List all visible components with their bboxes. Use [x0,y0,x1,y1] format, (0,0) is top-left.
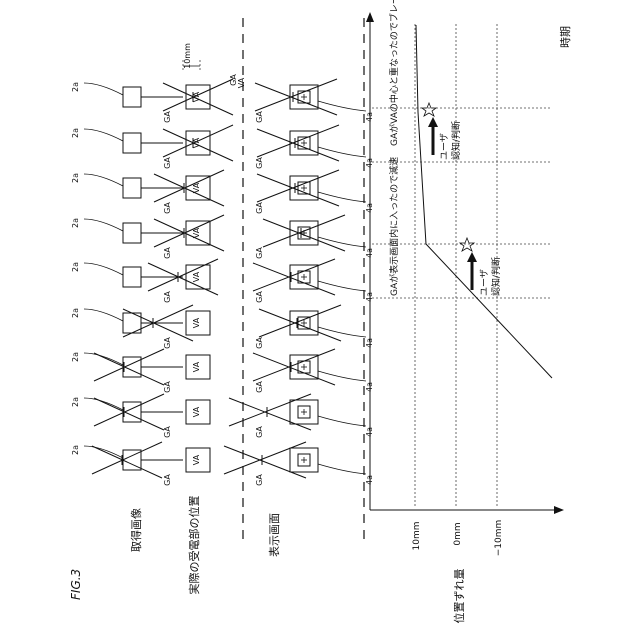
va-label-top: VA [237,77,246,88]
leader-4a-5 [318,281,366,291]
ga-label-actual-4: GA [163,247,172,259]
offset-curve [416,25,552,378]
ga-label-display-7: GA [255,381,264,393]
ref-2a-4: 2a [71,218,80,228]
ref-2a-1: 2a [71,82,80,92]
ga-label-display-1: GA [255,111,264,123]
leader-4a-9 [318,464,366,474]
ga-label-actual-9: GA [163,474,172,486]
ga-label-display-6: GA [255,337,264,349]
y-axis-title: 位置ずれ量 [452,569,466,624]
va-label-actual-9: VA [192,454,201,465]
star-decelerate-icon [460,238,474,251]
acquired-frame-3 [123,178,141,198]
user-arrow-2-head [428,117,438,127]
user-label-1: ユーザ [479,269,490,296]
user-arrow-1-head [467,252,477,262]
ref-2a-2: 2a [71,128,80,138]
ga-label-display-4: GA [255,247,264,259]
event-decelerate-text: GAが表示画面内に入ったので減速 [388,157,400,296]
star-brake-icon [422,103,436,116]
va-label-actual-6: VA [192,317,201,328]
row-title-acquired-image: 取得画像 [130,508,143,552]
event-brake-text: GAがVAの中心と重なったのでブレーキ [388,0,400,146]
ga-label-actual-5: GA [163,291,172,303]
leader-2a-3 [84,174,123,186]
row-title-display-screen: 表示画面 [267,513,281,557]
leader-4a-6 [318,327,366,337]
leader-4a-8 [318,416,366,426]
ga-label-actual-3: GA [163,202,172,214]
ga-label-display-5: GA [255,291,264,303]
leader-4a-7 [318,371,366,381]
user-label-2: ユーザ [439,133,450,160]
va-label-actual-7: VA [192,361,201,372]
va-label-actual-5: VA [192,271,201,282]
recognize-label-2: 認知/判断 [450,121,462,160]
acquired-frame-4 [123,223,141,243]
ref-2a-7: 2a [71,352,80,362]
ref-2a-8: 2a [71,397,80,407]
ga-label-actual-7: GA [163,381,172,393]
va-label-actual-8: VA [192,406,201,417]
ga-label-actual-2: GA [163,157,172,169]
ga-label-display-9: GA [255,474,264,486]
frame-sequence: VA2a4aGAGAVA2a4aGAGAVA2a4aGAGAVA2a4aGAGA… [71,43,374,486]
ga-label-actual-1: GA [163,111,172,123]
leader-4a-1 [318,101,366,111]
time-axis-title: 時期 [559,26,572,48]
ga-label-display-2: GA [255,157,264,169]
time-axis-arrowhead [366,12,374,22]
y-tick-minus10: −10mm [494,520,504,557]
leader-2a-2 [84,129,123,141]
leader-2a-1 [84,83,123,95]
row-title-actual-position: 実際の受電部の位置 [187,496,201,595]
leader-2a-9 [84,446,123,458]
ref-2a-3: 2a [71,173,80,183]
leader-2a-5 [84,263,123,275]
acquired-frame-2 [123,133,141,153]
leader-2a-6 [84,309,123,321]
offset-axis-arrowhead [554,506,564,514]
y-tick-plus10: 10mm [412,522,422,551]
recognize-label-1: 認知/判断 [490,257,502,296]
ga-label-actual-6: GA [163,337,172,349]
y-tick-zero: 0mm [453,522,463,545]
acquired-frame-5 [123,267,141,287]
ref-2a-9: 2a [71,445,80,455]
ga-label-display-3: GA [255,202,264,214]
figure-label: FIG.3 [69,569,83,600]
ref-2a-6: 2a [71,308,80,318]
dim-10mm-label: 10mm [183,43,192,69]
ref-2a-5: 2a [71,262,80,272]
leader-2a-4 [84,219,123,231]
ga-label-display-8: GA [255,426,264,438]
acquired-frame-1 [123,87,141,107]
ga-label-actual-8: GA [163,426,172,438]
leader-4a-4 [318,237,366,247]
